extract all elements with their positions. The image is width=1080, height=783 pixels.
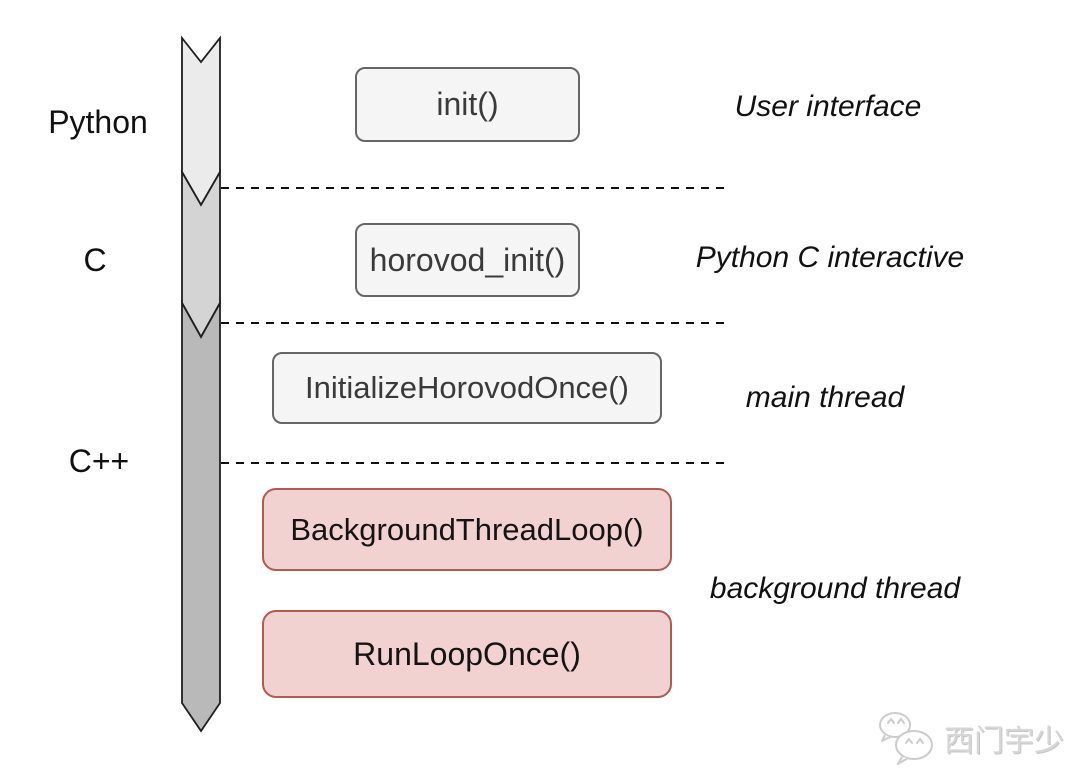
annotation-user-interface: User interface: [734, 90, 922, 123]
annotation-main-thread: main thread: [745, 381, 905, 414]
layer-label-cpp: C++: [68, 443, 130, 479]
box-init: init(): [355, 67, 580, 142]
box-run-loop-once: RunLoopOnce(): [262, 610, 672, 698]
box-initialize-horovod-once: InitializeHorovodOnce(): [272, 352, 662, 424]
box-background-thread-loop: BackgroundThreadLoop(): [262, 488, 672, 571]
box-horovod-init-label: horovod_init(): [369, 241, 566, 278]
box-horovod-init: horovod_init(): [355, 223, 580, 297]
box-background-thread-loop-label: BackgroundThreadLoop(): [290, 511, 644, 547]
layer-label-python: Python: [48, 104, 148, 140]
layer-label-c: C: [83, 242, 107, 278]
annotation-background-thread: background thread: [709, 572, 961, 605]
annotation-python-c-interactive: Python C interactive: [695, 241, 965, 274]
arrow-segment-cpp: [181, 299, 221, 733]
watermark: 西门宇少: [874, 709, 1064, 767]
watermark-text: 西门宇少: [944, 725, 1064, 758]
box-init-label: init(): [436, 86, 499, 122]
wechat-icon: [879, 712, 933, 765]
box-initialize-horovod-once-label: InitializeHorovodOnce(): [305, 370, 629, 405]
arrow-segment-python: [181, 35, 221, 207]
box-run-loop-once-label: RunLoopOnce(): [353, 635, 581, 672]
